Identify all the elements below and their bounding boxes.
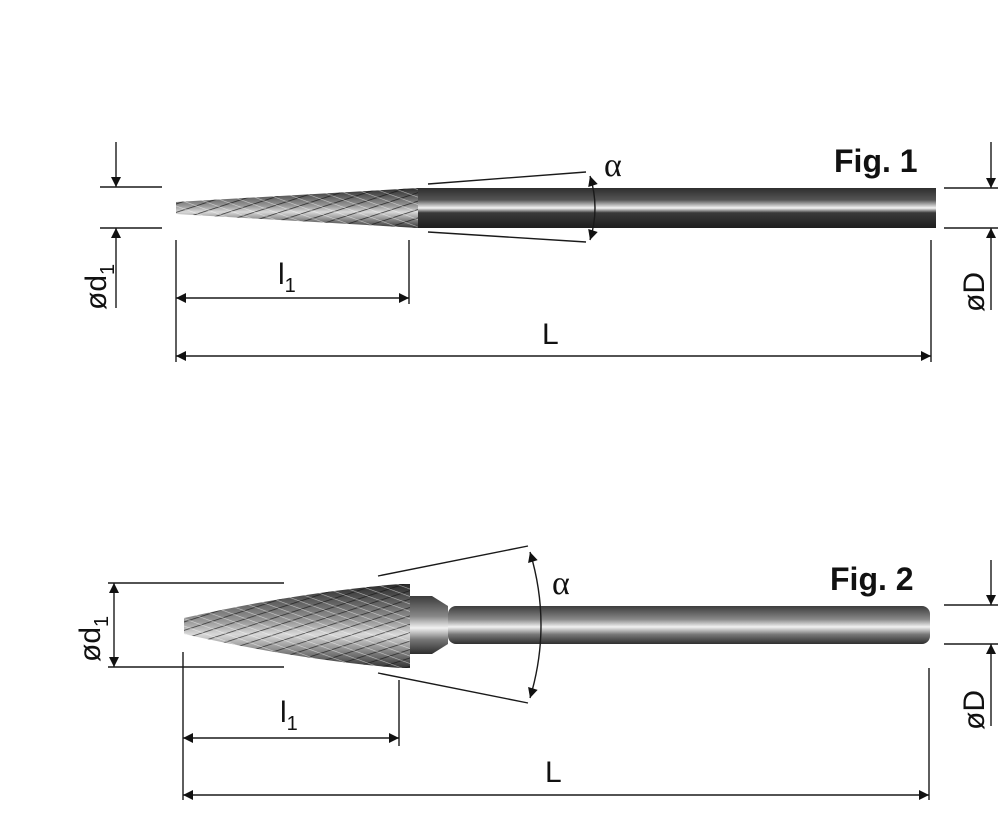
overall-length-label-2: L xyxy=(545,756,562,789)
burr-tool-2 xyxy=(184,584,930,668)
shank-1 xyxy=(418,188,936,228)
angle-label-2: α xyxy=(552,565,570,602)
angle-label-1: α xyxy=(604,147,622,184)
figure-1: ød1 l1 α Fig. 1 øD L xyxy=(80,142,998,362)
figure-2: ød1 l1 α Fig. 2 øD L xyxy=(74,545,998,800)
neck-2 xyxy=(408,596,448,654)
burr-tool-1 xyxy=(176,188,936,228)
shank-diameter-label-1: øD xyxy=(958,272,991,312)
figure-title-2: Fig. 2 xyxy=(830,561,914,597)
shank-diameter-label-2: øD xyxy=(958,690,991,730)
head-diameter-label-1: ød1 xyxy=(80,264,119,310)
head-diameter-label-2: ød1 xyxy=(74,616,113,662)
head-length-label-2: l1 xyxy=(280,696,298,735)
figure-title-1: Fig. 1 xyxy=(834,143,918,179)
head-length-label-1: l1 xyxy=(278,258,296,297)
shank-2 xyxy=(448,606,930,644)
overall-length-label-1: L xyxy=(542,318,559,351)
